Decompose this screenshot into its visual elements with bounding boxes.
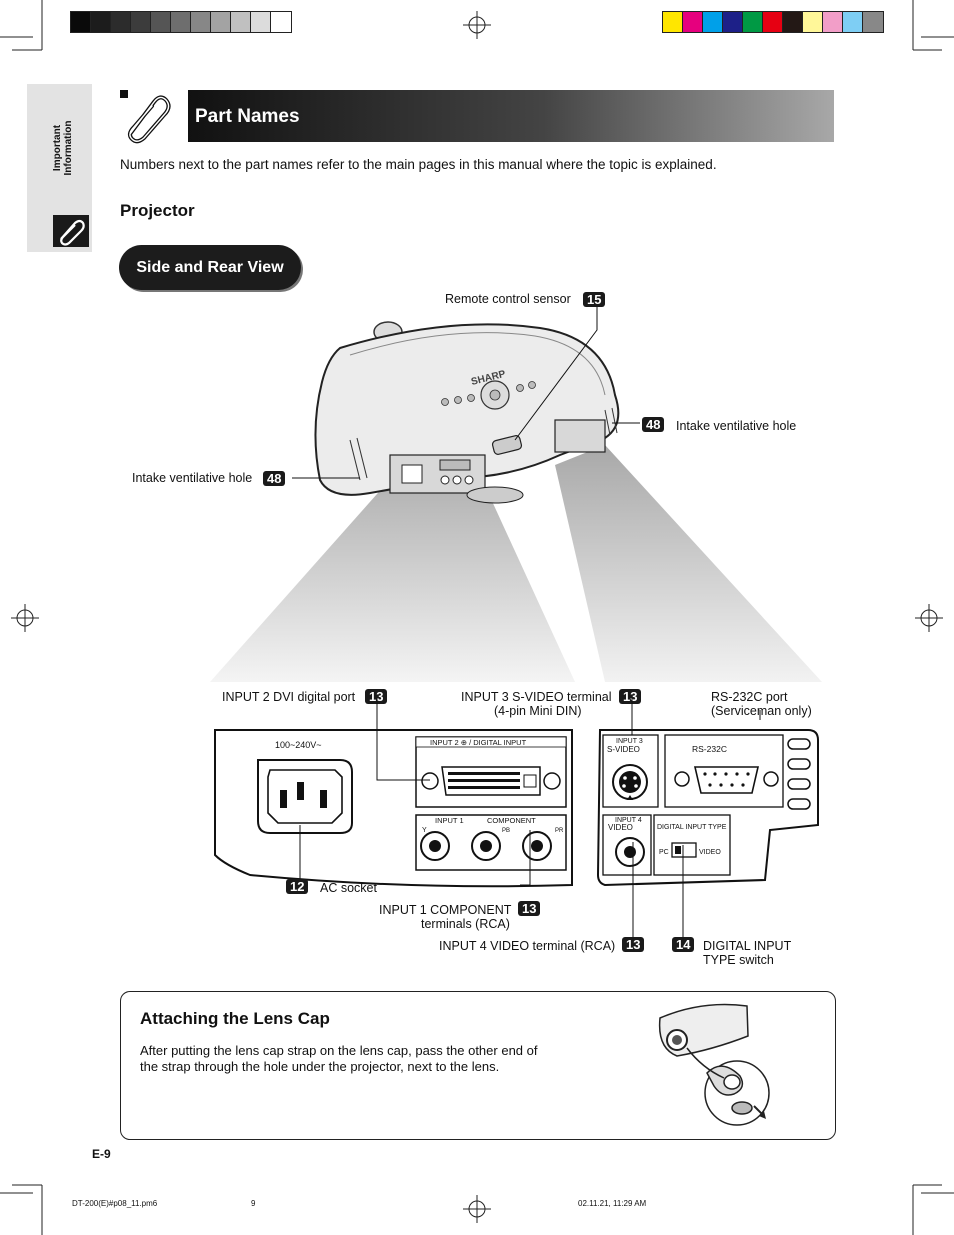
rs232c-port xyxy=(693,766,760,794)
dvi-port-label: INPUT 2 DVI digital port xyxy=(222,690,356,704)
footer-timestamp: 02.11.21, 11:29 AM xyxy=(578,1199,647,1208)
video-terminal-page: 13 xyxy=(622,937,645,952)
svg-text:S-VIDEO: S-VIDEO xyxy=(607,745,640,754)
projector-body xyxy=(314,323,620,496)
calibration-swatch xyxy=(270,11,292,33)
digital-switch-page: 14 xyxy=(672,937,695,952)
intake-right-page: 48 xyxy=(642,417,665,432)
calibration-swatch xyxy=(90,11,112,33)
remote-sensor-window xyxy=(491,435,523,455)
svg-text:VIDEO: VIDEO xyxy=(699,849,721,856)
projector-foot xyxy=(466,486,524,504)
calibration-swatch xyxy=(190,11,212,33)
calibration-swatch xyxy=(210,11,232,33)
svg-text:Y: Y xyxy=(422,827,427,834)
calibration-swatch xyxy=(70,11,92,33)
calibration-swatch xyxy=(842,11,864,33)
calibration-swatch xyxy=(742,11,764,33)
section-title: Projector xyxy=(120,201,195,220)
calibration-swatch xyxy=(662,11,684,33)
lens-cap-body-2: the strap through the hole under the pro… xyxy=(140,1059,500,1074)
video-terminal-label: INPUT 4 VIDEO terminal (RCA) xyxy=(439,939,616,953)
subsection-pill: Side and Rear View xyxy=(119,245,301,290)
registration-mark-left xyxy=(11,604,39,632)
lens-cap-illustration xyxy=(658,1003,770,1126)
intake-left-label: Intake ventilative hole xyxy=(132,471,253,485)
calibration-swatch xyxy=(722,11,744,33)
svideo-label-2: (4-pin Mini DIN) xyxy=(494,704,582,718)
lens-cap-icon xyxy=(731,1101,753,1115)
lens-cap-title: Attaching the Lens Cap xyxy=(140,1009,330,1028)
footer-file: DT-200(E)#p08_11.pm6 xyxy=(72,1199,158,1208)
calibration-swatch xyxy=(110,11,132,33)
svg-text:RS-232C: RS-232C xyxy=(692,744,727,754)
svg-text:VIDEO: VIDEO xyxy=(608,823,633,832)
rs232c-label-1: RS-232C port xyxy=(711,690,788,704)
side-terminal-area xyxy=(554,419,606,453)
title-banner xyxy=(188,90,834,142)
svg-text:PR: PR xyxy=(555,828,564,834)
digital-switch-label-2: TYPE switch xyxy=(703,953,774,967)
svg-text:INPUT 1: INPUT 1 xyxy=(435,816,464,825)
calibration-swatch xyxy=(862,11,884,33)
calibration-swatch xyxy=(802,11,824,33)
component-label-2: terminals (RCA) xyxy=(421,917,510,931)
svg-text:COMPONENT: COMPONENT xyxy=(487,816,536,825)
component-page: 13 xyxy=(518,901,541,916)
paperclip-icon xyxy=(53,215,89,247)
calibration-swatch xyxy=(170,11,192,33)
dvi-port-page: 13 xyxy=(365,689,388,704)
svg-text:DIGITAL INPUT TYPE: DIGITAL INPUT TYPE xyxy=(657,824,727,831)
footer-sheet: 9 xyxy=(251,1199,256,1208)
svg-text:INPUT 2 ⊕ / DIGITAL INPUT: INPUT 2 ⊕ / DIGITAL INPUT xyxy=(430,738,527,747)
page-title: Part Names xyxy=(195,106,300,127)
calibration-swatch xyxy=(782,11,804,33)
calibration-swatch xyxy=(130,11,152,33)
remote-sensor-page: 15 xyxy=(583,292,606,307)
intake-left-page: 48 xyxy=(263,471,286,486)
rs232c-label-2: (Serviceman only) xyxy=(711,704,812,718)
calibration-swatch xyxy=(822,11,844,33)
svideo-label-1: INPUT 3 S-VIDEO terminal xyxy=(461,690,612,704)
ac-socket-label: AC socket xyxy=(320,881,377,895)
remote-sensor-label: Remote control sensor xyxy=(445,292,571,306)
intro-text: Numbers next to the part names refer to … xyxy=(120,157,717,172)
calibration-swatch xyxy=(250,11,272,33)
svg-text:PB: PB xyxy=(502,828,510,834)
ac-socket-page: 12 xyxy=(286,879,309,894)
calibration-swatch xyxy=(702,11,724,33)
component-label-1: INPUT 1 COMPONENT xyxy=(379,903,512,917)
svideo-page: 13 xyxy=(619,689,642,704)
projector-illustration: SHARP xyxy=(210,321,822,682)
calibration-swatch xyxy=(682,11,704,33)
callout-leaders-panel xyxy=(299,698,761,940)
registration-mark-right xyxy=(915,604,943,632)
page-number: E-9 xyxy=(92,1147,111,1161)
registration-mark-bottom xyxy=(463,1195,491,1223)
svg-text:INPUT 3: INPUT 3 xyxy=(616,738,643,745)
digital-switch-label-1: DIGITAL INPUT xyxy=(703,939,792,953)
paperclip-logo-icon xyxy=(120,90,174,146)
lens-cap-box xyxy=(120,991,836,1140)
svg-text:100~240V~: 100~240V~ xyxy=(275,740,322,750)
lens-cap-body-1: After putting the lens cap strap on the … xyxy=(140,1043,538,1058)
terminal-panel-diagram: 100~240V~ INPUT 2 ⊕ / DIGITAL INPUT INPU… xyxy=(214,729,819,888)
registration-mark-top xyxy=(463,11,491,39)
side-beam xyxy=(555,445,822,682)
intake-right-label: Intake ventilative hole xyxy=(676,419,797,433)
calibration-swatch xyxy=(230,11,252,33)
calibration-swatch xyxy=(762,11,784,33)
callout-leaders-top xyxy=(292,307,640,479)
svg-text:PC: PC xyxy=(659,849,669,856)
rear-beam xyxy=(210,475,575,682)
svg-text:INPUT 4: INPUT 4 xyxy=(615,817,642,824)
calibration-swatch xyxy=(150,11,172,33)
